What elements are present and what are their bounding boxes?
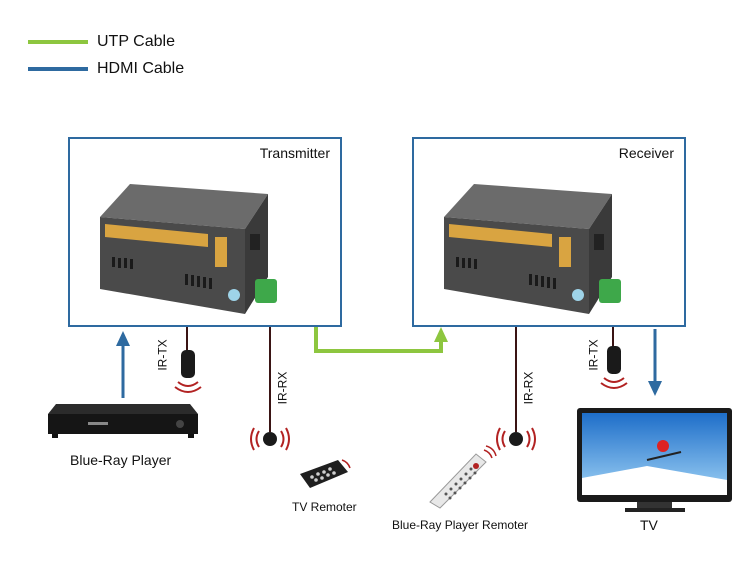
ir-emitter-icon xyxy=(600,346,628,389)
tv-caption: TV xyxy=(640,517,658,533)
remote-control-icon xyxy=(300,459,351,488)
ir-tx-label-left: IR-TX xyxy=(155,339,170,371)
tv-remote-caption: TV Remoter xyxy=(292,500,357,514)
extender-device-icon xyxy=(100,184,277,314)
receiver-title: Receiver xyxy=(618,145,674,161)
ir-rx-label-left: IR-RX xyxy=(275,371,290,405)
remote-control-icon xyxy=(429,445,497,509)
ir-emitter-icon xyxy=(174,350,202,393)
hdmi-legend-swatch xyxy=(28,67,88,71)
utp-cable-line xyxy=(314,327,443,353)
hdmi-legend-label: HDMI Cable xyxy=(97,60,185,77)
utp-arrowhead xyxy=(434,327,448,342)
bluray-remote-caption: Blue-Ray Player Remoter xyxy=(392,518,529,532)
ir-receiver-icon xyxy=(496,427,536,451)
tv-icon xyxy=(577,408,732,512)
ir-receiver-icon xyxy=(250,427,290,451)
transmitter-box: Transmitter xyxy=(68,137,342,327)
ir-rx-label-right: IR-RX xyxy=(521,371,536,405)
bluray-player-icon xyxy=(48,404,198,438)
hdmi-output-arrowhead xyxy=(648,381,662,396)
transmitter-title: Transmitter xyxy=(259,145,330,161)
receiver-box: Receiver xyxy=(412,137,686,327)
utp-legend-label: UTP Cable xyxy=(97,33,175,50)
extender-device-icon xyxy=(444,184,621,314)
utp-legend-swatch xyxy=(28,40,88,44)
bluray-player-caption: Blue-Ray Player xyxy=(70,452,172,468)
hdmi-input-arrowhead xyxy=(116,331,130,346)
ir-tx-label-right: IR-TX xyxy=(586,339,601,371)
